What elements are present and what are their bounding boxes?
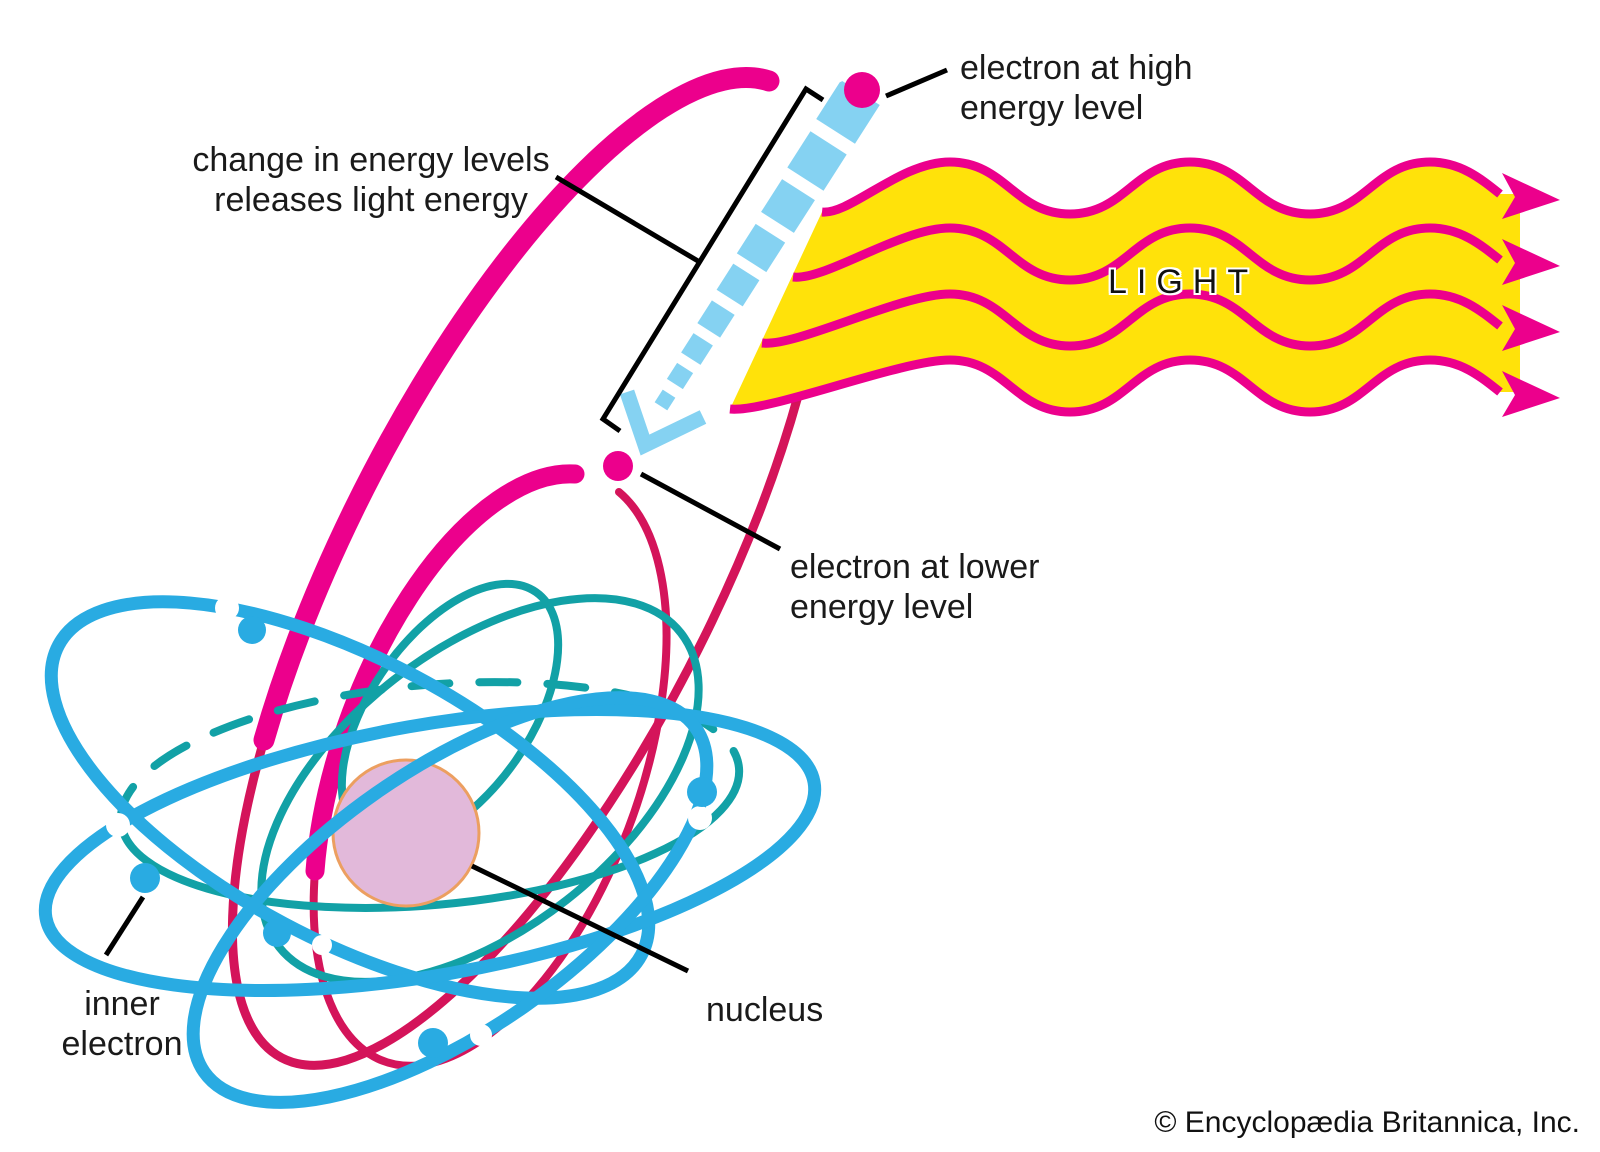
- orbit-gap: [820, 53, 850, 83]
- orbit-gap: [579, 439, 605, 465]
- orbit-gap: [688, 806, 712, 830]
- electron-dot: [418, 1028, 448, 1058]
- light-wave-1: [821, 157, 1503, 219]
- energy-drop-arrow: [654, 80, 880, 411]
- inner-electron-dot: [130, 863, 160, 893]
- label-inner-electron: inner electron: [22, 984, 222, 1064]
- light-arrowhead-icon: [1502, 371, 1560, 417]
- label-line: electron at high: [960, 49, 1193, 87]
- outer-orbit-thick-arc: [253, 67, 780, 751]
- label-line: electron at lower: [790, 548, 1040, 586]
- orbit-gap: [106, 813, 130, 837]
- electron-dot: [238, 616, 266, 644]
- blue-orbit-3: [186, 691, 714, 1109]
- orbit-gap: [470, 1024, 492, 1046]
- light-arrowhead-icon: [1502, 173, 1560, 219]
- electron-dot: [687, 777, 717, 807]
- leader-nucleus: [470, 863, 690, 974]
- teal-orbit-tilted: [257, 594, 703, 986]
- energy-change-bracket: [599, 85, 825, 434]
- label-light-beam: LIGHT: [1108, 263, 1259, 301]
- light-wave-4: [729, 355, 1503, 417]
- high-energy-electron-dot: [844, 72, 880, 108]
- leader-inner-electron: [103, 895, 146, 957]
- leader-lines: [103, 67, 948, 974]
- label-energy-change: change in energy levels releases light e…: [155, 140, 587, 220]
- label-nucleus: nucleus: [706, 991, 824, 1029]
- light-wave-3: [761, 289, 1503, 351]
- label-line: energy level: [790, 588, 974, 626]
- label-line: releases light energy: [214, 181, 528, 219]
- label-line: change in energy levels: [192, 141, 550, 179]
- leader-energy-change: [554, 174, 700, 264]
- leader-electron-lower: [639, 471, 782, 552]
- light-arrowhead-icon: [1502, 305, 1560, 351]
- energy-drop-arrowhead-icon: [619, 389, 707, 456]
- light-wave-2: [792, 223, 1503, 285]
- label-electron-lower: electron at lower energy level: [790, 547, 1039, 627]
- orbit-gap: [215, 596, 239, 620]
- label-line: inner: [84, 985, 160, 1023]
- electron-dot: [263, 919, 291, 947]
- copyright-notice: © Encyclopædia Britannica, Inc.: [1154, 1106, 1580, 1139]
- lower-orbit-thin-side: [309, 488, 671, 1070]
- label-electron-high: electron at high energy level: [960, 48, 1193, 128]
- orbit-gap: [312, 935, 332, 955]
- label-line: energy level: [960, 89, 1144, 127]
- label-line: electron: [61, 1025, 183, 1063]
- light-arrowhead-icon: [1502, 239, 1560, 285]
- lower-energy-electron-dot: [603, 451, 633, 481]
- leader-electron-high: [885, 67, 948, 99]
- blue-orbit-2: [38, 703, 822, 997]
- nucleus-body: [331, 758, 481, 908]
- lower-orbit-thick-arc: [305, 464, 585, 881]
